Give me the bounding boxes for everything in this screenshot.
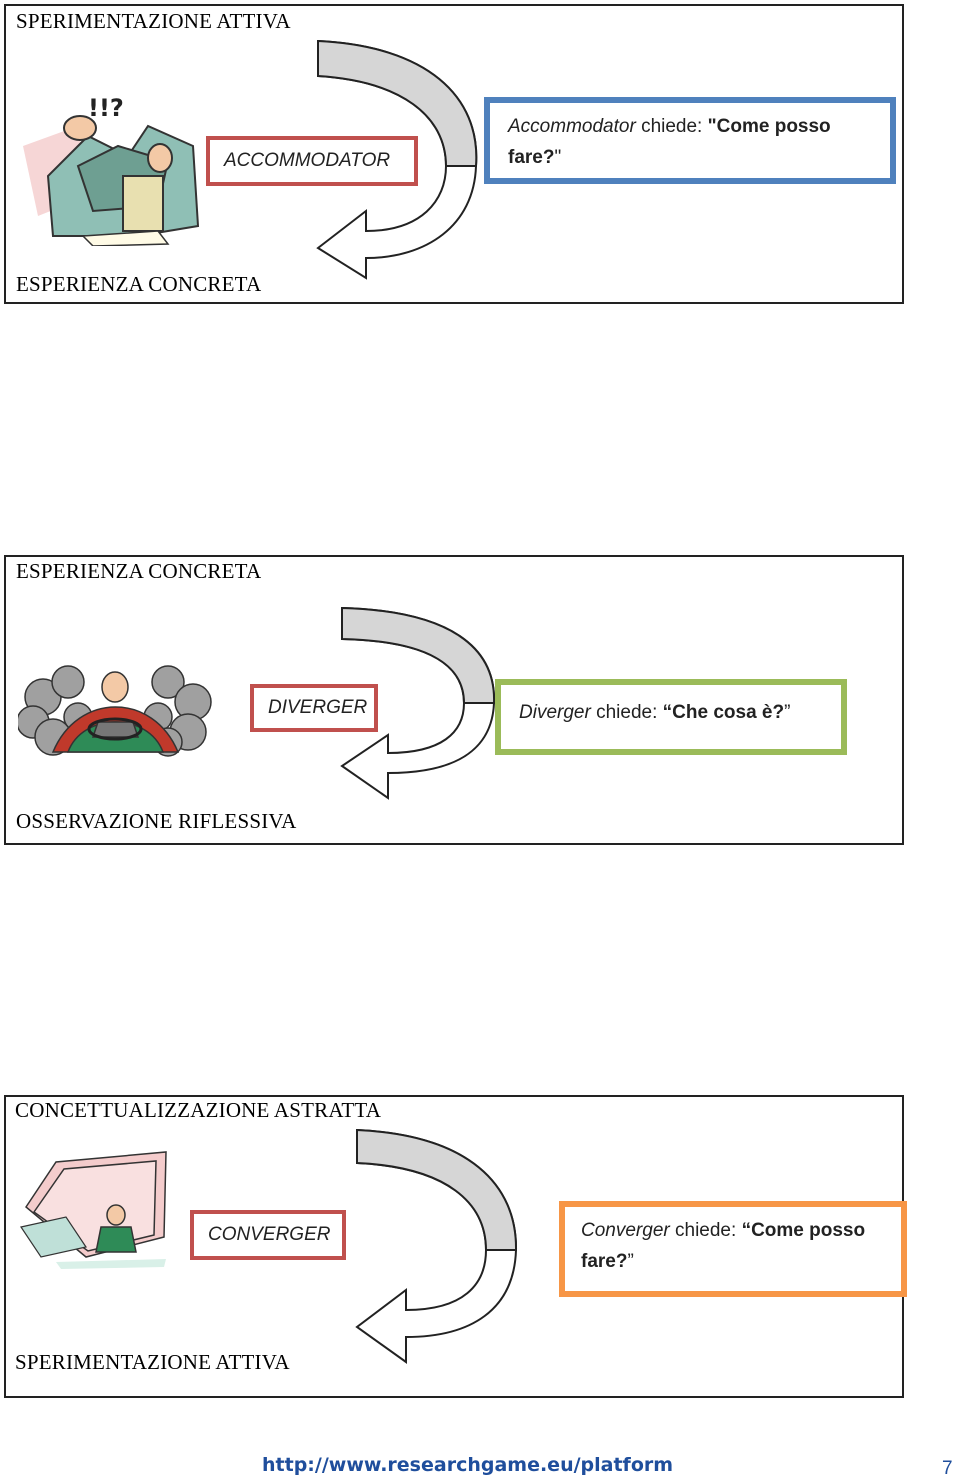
style-name-box: ACCOMMODATOR (206, 136, 418, 186)
question-open-quote: " (707, 116, 717, 137)
question-close-quote: " (554, 147, 562, 168)
learning-panel-diverger: ESPERIENZA CONCRETA DIVERGER Diverger ch… (4, 555, 904, 845)
question-text: Come posso fare? (508, 116, 831, 168)
style-name-box: DIVERGER (250, 684, 378, 732)
cycle-arrow-icon (340, 606, 496, 800)
panel-top-label: SPERIMENTAZIONE ATTIVA (16, 9, 291, 33)
question-verb: chiede: (596, 702, 658, 723)
question-open-quote: “ (741, 1220, 752, 1241)
question-box: Diverger chiede: “Che cosa è?” (495, 679, 847, 755)
cycle-arrow-icon (316, 39, 478, 280)
page-number: 7 (942, 1458, 953, 1479)
question-text: Che cosa è? (672, 702, 785, 723)
panel-top-label: CONCETTUALIZZAZIONE ASTRATTA (15, 1098, 382, 1122)
frustrated-man-tearing-paper-icon: !!? (23, 94, 200, 246)
question-text: Come posso fare? (581, 1220, 866, 1272)
panel-top-label: ESPERIENZA CONCRETA (16, 559, 262, 583)
panel-bottom-label: SPERIMENTAZIONE ATTIVA (15, 1350, 290, 1374)
svg-text:!!?: !!? (88, 94, 124, 122)
style-name: Accommodator (508, 116, 636, 137)
footer-website-link[interactable]: http://www.researchgame.eu/platform (262, 1454, 674, 1476)
question-verb: chiede: (675, 1220, 737, 1241)
panel-bottom-label: ESPERIENZA CONCRETA (16, 272, 262, 296)
stressed-driver-in-smoke-icon (18, 665, 212, 757)
style-name: Diverger (519, 702, 591, 723)
question-close-quote: ” (627, 1251, 634, 1272)
question-box: Converger chiede: “Come posso fare?” (559, 1201, 907, 1297)
cycle-arrow-icon (355, 1128, 518, 1364)
learning-panel-accommodator: SPERIMENTAZIONE ATTIVA !!? ACCOMMODATOR … (4, 4, 904, 304)
style-name: Converger (581, 1220, 670, 1241)
panel-bottom-label: OSSERVAZIONE RIFLESSIVA (16, 809, 297, 833)
question-open-quote: “ (662, 702, 673, 723)
learning-panel-converger: CONCETTUALIZZAZIONE ASTRATTA CONVERGER C… (4, 1095, 907, 1398)
question-close-quote: ” (784, 702, 791, 723)
question-verb: chiede: (641, 116, 703, 137)
style-name-box: CONVERGER (190, 1210, 346, 1260)
man-under-paper-pile-icon (20, 1151, 167, 1269)
question-box: Accommodator chiede: "Come posso fare?" (484, 97, 896, 184)
